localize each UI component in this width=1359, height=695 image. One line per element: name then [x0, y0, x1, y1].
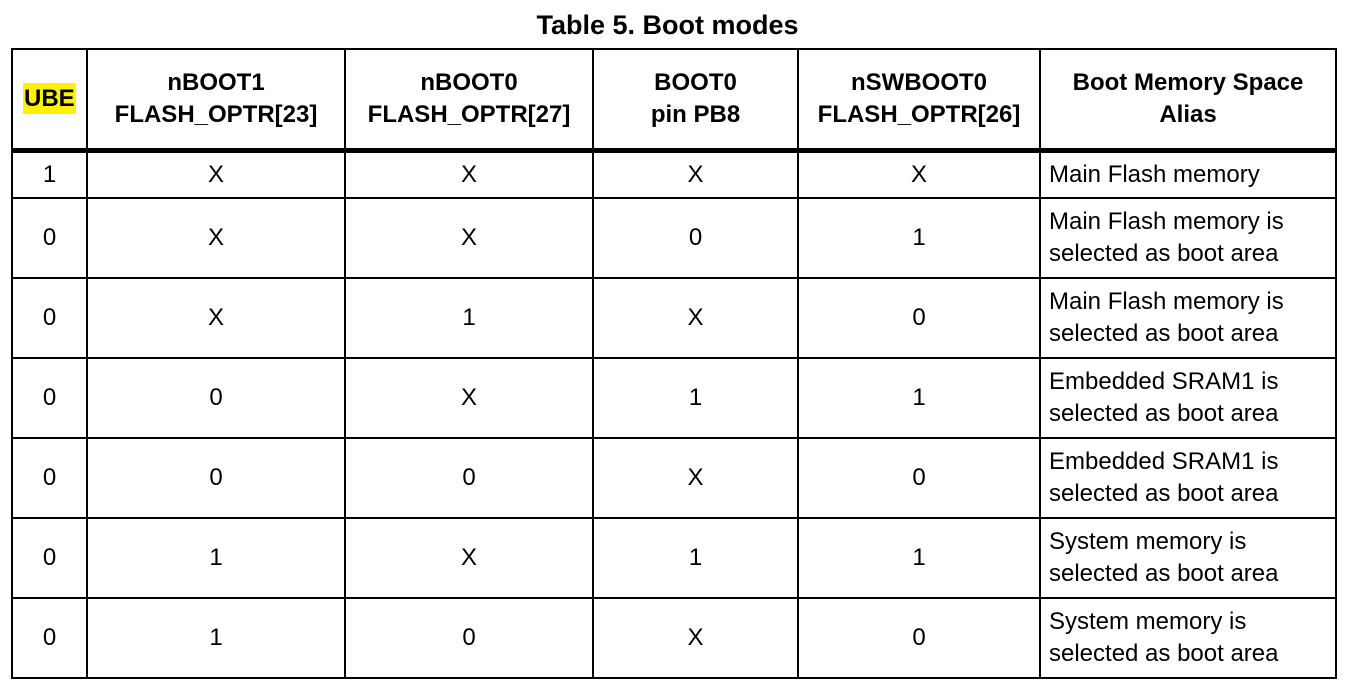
header-nboot0-line1: nBOOT0 [420, 69, 518, 96]
cell-nboot1: 1 [86, 517, 346, 599]
table-header-row: UBE nBOOT1 FLASH_OPTR[23] nBOOT0 FLASH_O… [11, 48, 1337, 153]
cell-nboot1: X [86, 149, 346, 199]
cell-nboot0: 0 [344, 597, 594, 679]
table-row: 0 X X 0 1 Main Flash memory is selected … [11, 197, 1337, 279]
cell-ube: 0 [11, 597, 88, 679]
cell-nboot0: X [344, 149, 594, 199]
alias-line1: Embedded SRAM1 is [1049, 448, 1279, 475]
alias-line1: Main Flash memory is [1049, 288, 1284, 315]
alias-line2: selected as boot area [1049, 240, 1279, 267]
alias-line1: Main Flash memory is [1049, 208, 1284, 235]
cell-boot0: X [592, 149, 799, 199]
cell-nboot1: 1 [86, 597, 346, 679]
cell-boot0: X [592, 277, 799, 359]
header-boot-memory-alias: Boot Memory Space Alias [1039, 48, 1337, 153]
cell-nboot1: X [86, 277, 346, 359]
cell-nboot0: 0 [344, 437, 594, 519]
alias-line2: selected as boot area [1049, 320, 1279, 347]
header-boot0: BOOT0 pin PB8 [592, 48, 799, 153]
header-nswboot0-line1: nSWBOOT0 [851, 69, 987, 96]
header-nboot1: nBOOT1 FLASH_OPTR[23] [86, 48, 346, 153]
table-row: 1 X X X X Main Flash memory [11, 149, 1337, 199]
cell-nboot0: X [344, 197, 594, 279]
table-row: 0 0 X 1 1 Embedded SRAM1 is selected as … [11, 357, 1337, 439]
cell-alias: Main Flash memory [1039, 149, 1337, 199]
cell-nswboot0: 1 [797, 197, 1041, 279]
header-nboot1-line1: nBOOT1 [167, 69, 265, 96]
cell-nboot0: X [344, 517, 594, 599]
alias-line2: selected as boot area [1049, 560, 1279, 587]
alias-line1: Embedded SRAM1 is [1049, 368, 1279, 395]
cell-ube: 0 [11, 277, 88, 359]
cell-nswboot0: 1 [797, 517, 1041, 599]
alias-line2: selected as boot area [1049, 640, 1279, 667]
header-nswboot0-line2: FLASH_OPTR[26] [817, 101, 1021, 128]
cell-ube: 0 [11, 357, 88, 439]
alias-line1: System memory is [1049, 608, 1247, 635]
cell-nswboot0: 0 [797, 437, 1041, 519]
ube-highlight: UBE [23, 83, 76, 114]
cell-boot0: X [592, 597, 799, 679]
cell-nboot0: 1 [344, 277, 594, 359]
cell-nboot1: 0 [86, 437, 346, 519]
cell-nswboot0: 0 [797, 597, 1041, 679]
alias-line1: Main Flash memory [1049, 161, 1260, 188]
cell-nswboot0: 0 [797, 277, 1041, 359]
cell-alias: Embedded SRAM1 is selected as boot area [1039, 437, 1337, 519]
alias-line2: selected as boot area [1049, 400, 1279, 427]
cell-boot0: 0 [592, 197, 799, 279]
header-alias-line2: Alias [1159, 101, 1217, 128]
table-caption: Table 5. Boot modes [536, 10, 799, 40]
cell-ube: 1 [11, 149, 88, 199]
cell-alias: System memory is selected as boot area [1039, 597, 1337, 679]
cell-ube: 0 [11, 197, 88, 279]
header-ube: UBE [11, 48, 88, 153]
cell-nboot0: X [344, 357, 594, 439]
table-row: 0 1 0 X 0 System memory is selected as b… [11, 597, 1337, 679]
cell-alias: Main Flash memory is selected as boot ar… [1039, 277, 1337, 359]
cell-boot0: X [592, 437, 799, 519]
cell-boot0: 1 [592, 517, 799, 599]
cell-ube: 0 [11, 517, 88, 599]
cell-ube: 0 [11, 437, 88, 519]
cell-nboot1: 0 [86, 357, 346, 439]
boot-modes-table: UBE nBOOT1 FLASH_OPTR[23] nBOOT0 FLASH_O… [11, 48, 1337, 679]
table-row: 0 0 0 X 0 Embedded SRAM1 is selected as … [11, 437, 1337, 519]
cell-alias: Main Flash memory is selected as boot ar… [1039, 197, 1337, 279]
header-nswboot0: nSWBOOT0 FLASH_OPTR[26] [797, 48, 1041, 153]
header-nboot0: nBOOT0 FLASH_OPTR[27] [344, 48, 594, 153]
cell-boot0: 1 [592, 357, 799, 439]
header-alias-line1: Boot Memory Space [1072, 69, 1304, 96]
header-boot0-line2: pin PB8 [650, 101, 741, 128]
cell-alias: System memory is selected as boot area [1039, 517, 1337, 599]
cell-nswboot0: 1 [797, 357, 1041, 439]
table-row: 0 1 X 1 1 System memory is selected as b… [11, 517, 1337, 599]
alias-line1: System memory is [1049, 528, 1247, 555]
header-nboot0-line2: FLASH_OPTR[27] [367, 101, 571, 128]
cell-nswboot0: X [797, 149, 1041, 199]
table-row: 0 X 1 X 0 Main Flash memory is selected … [11, 277, 1337, 359]
header-nboot1-line2: FLASH_OPTR[23] [114, 101, 318, 128]
header-boot0-line1: BOOT0 [654, 69, 737, 96]
alias-line2: selected as boot area [1049, 480, 1279, 507]
cell-alias: Embedded SRAM1 is selected as boot area [1039, 357, 1337, 439]
cell-nboot1: X [86, 197, 346, 279]
